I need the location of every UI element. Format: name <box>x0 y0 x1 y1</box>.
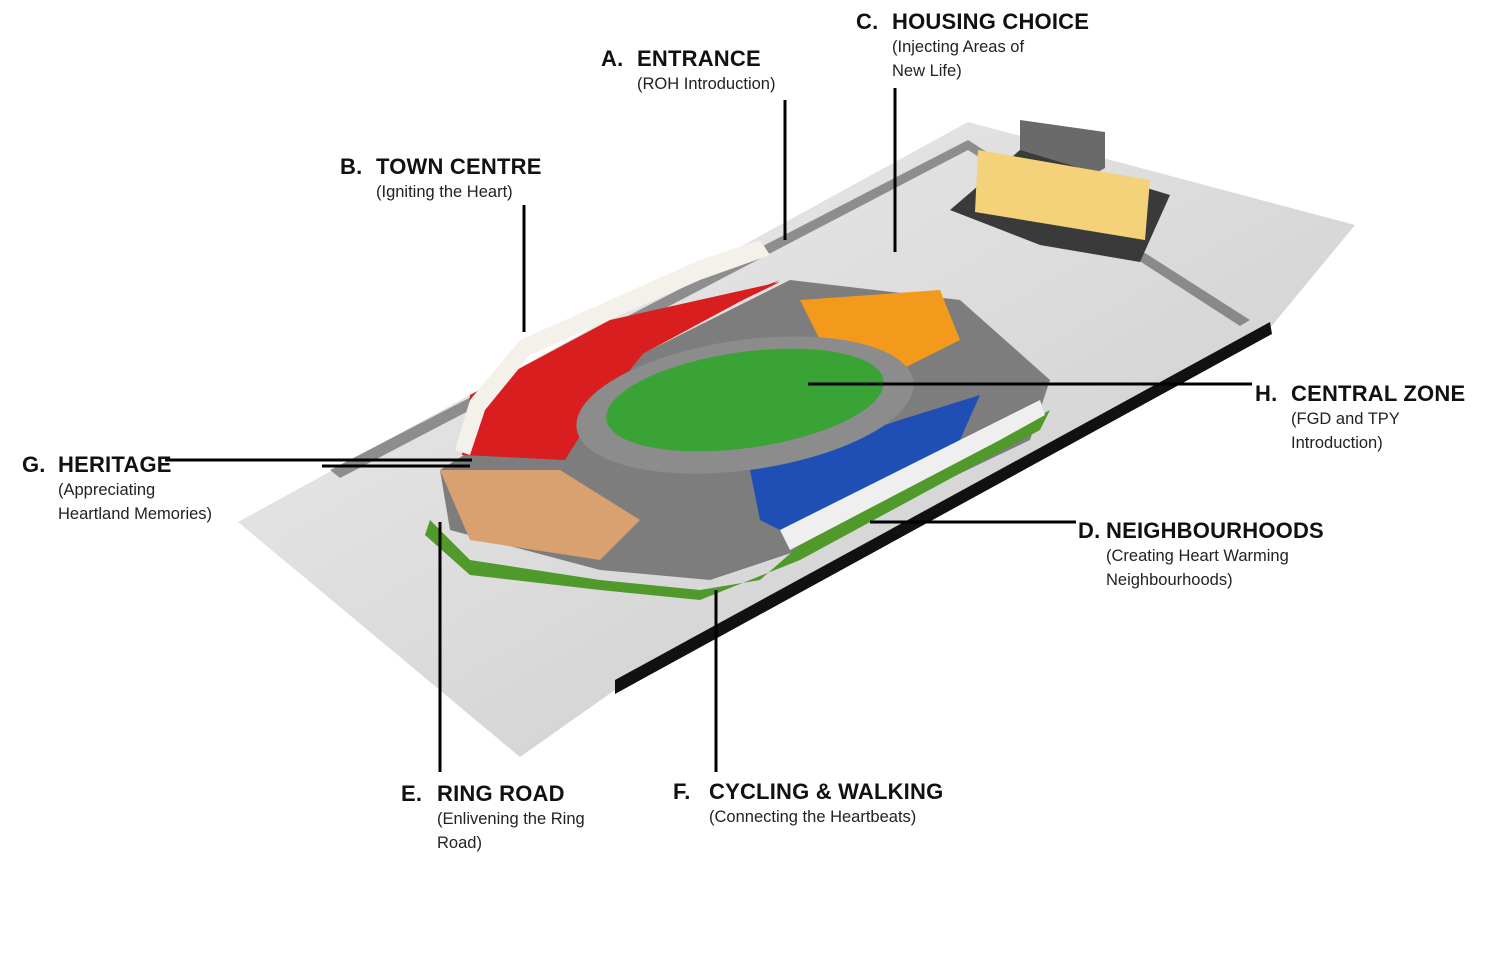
label-subtitle: (Connecting the Heartbeats) <box>709 808 917 826</box>
central-zone <box>606 348 884 452</box>
label-subtitle: Introduction) <box>1291 434 1383 452</box>
label-subtitle: (Igniting the Heart) <box>376 183 513 201</box>
label-subtitle: Road) <box>437 834 482 852</box>
label-letter: D. <box>1078 518 1101 543</box>
heritage-zone <box>440 470 640 560</box>
label-title: NEIGHBOURHOODS <box>1106 518 1324 543</box>
leader-lines <box>165 88 1252 772</box>
label-subtitle: (Appreciating <box>58 481 156 499</box>
label-letter: H. <box>1255 381 1278 406</box>
label-housing-choice: C. HOUSING CHOICE (Injecting Areas of New… <box>856 9 1089 83</box>
label-letter: B. <box>340 154 363 179</box>
label-subtitle: (Enlivening the Ring <box>437 810 585 828</box>
label-subtitle: (FGD and TPY <box>1291 410 1400 428</box>
label-entrance: A. ENTRANCE (ROH Introduction) <box>601 46 775 96</box>
neighbourhood-panels <box>780 400 1045 550</box>
label-letter: A. <box>601 46 624 71</box>
label-ring-road: E. RING ROAD (Enlivening the Ring Road) <box>401 781 585 855</box>
label-title: ENTRANCE <box>637 46 761 71</box>
label-title: HOUSING CHOICE <box>892 9 1090 34</box>
town-centre-red <box>462 282 780 460</box>
label-subtitle: Heartland Memories) <box>58 505 213 523</box>
label-town-centre: B. TOWN CENTRE (Igniting the Heart) <box>340 154 542 204</box>
label-subtitle: (Injecting Areas of <box>892 38 1025 56</box>
label-title: HERITAGE <box>58 452 172 477</box>
label-letter: F. <box>673 779 691 804</box>
label-subtitle: (Creating Heart Warming <box>1106 547 1289 565</box>
label-letter: C. <box>856 9 879 34</box>
label-title: CENTRAL ZONE <box>1291 381 1466 406</box>
label-letter: G. <box>22 452 46 477</box>
label-subtitle: Neighbourhoods) <box>1106 571 1233 589</box>
label-heritage: G. HERITAGE (Appreciating Heartland Memor… <box>22 452 212 526</box>
stage-backdrop <box>975 150 1150 240</box>
label-subtitle: (ROH Introduction) <box>637 75 776 93</box>
label-title: TOWN CENTRE <box>376 154 542 179</box>
display-panels <box>455 240 770 455</box>
label-title: RING ROAD <box>437 781 565 806</box>
label-letter: E. <box>401 781 423 806</box>
label-central-zone: H. CENTRAL ZONE (FGD and TPY Introduction… <box>1255 381 1465 455</box>
label-subtitle: New Life) <box>892 62 962 80</box>
neighbourhoods-zone <box>750 395 980 540</box>
platform-edge <box>615 322 1272 694</box>
housing-zone <box>800 290 960 370</box>
label-title: CYCLING & WALKING <box>709 779 944 804</box>
label-neighbourhoods: D.NEIGHBOURHOODS (Creating Heart Warming… <box>1078 518 1324 592</box>
label-cycling-walking: F. CYCLING & WALKING (Connecting the Hear… <box>673 779 943 829</box>
